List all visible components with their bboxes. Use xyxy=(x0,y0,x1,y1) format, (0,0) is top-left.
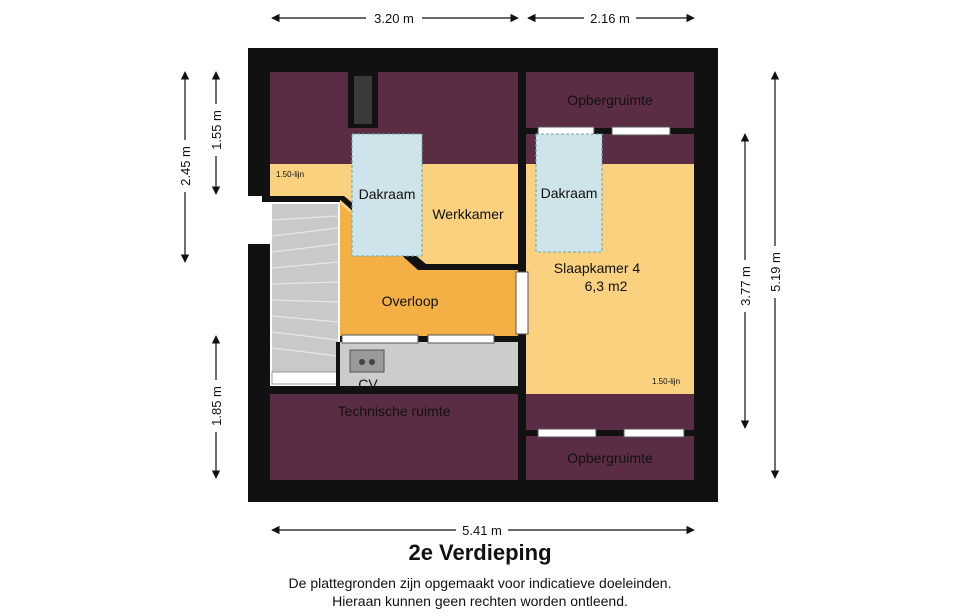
dim-bg-top-right xyxy=(584,10,636,26)
cv-unit xyxy=(349,349,385,373)
wall-stair-right xyxy=(336,342,340,392)
label-lijn-right: 1.50-lijn xyxy=(652,377,680,386)
dim-left-outer: 2.45 m xyxy=(178,146,193,186)
wall-technische-top xyxy=(270,386,518,394)
door-opberg-bottom-2 xyxy=(623,428,685,438)
label-werkkamer: Werkkamer xyxy=(432,206,504,222)
dim-bg-bottom xyxy=(456,522,508,538)
dim-left-inner-top: 1.55 m xyxy=(209,110,224,150)
label-opberg-bottom: Opbergruimte xyxy=(567,450,653,466)
dakraam-right xyxy=(535,133,603,253)
door-slaapkamer xyxy=(515,271,529,335)
label-overloop: Overloop xyxy=(382,293,439,309)
overloop-floor xyxy=(340,264,518,336)
technische-floor xyxy=(270,394,518,480)
label-slaapkamer: Slaapkamer 4 xyxy=(554,260,641,276)
label-opberg-top: Opbergruimte xyxy=(567,92,653,108)
door-opberg-top-2 xyxy=(611,126,671,136)
opberg-top-floor xyxy=(526,72,694,128)
door-opberg-bottom-1 xyxy=(537,428,597,438)
label-technische: Technische ruimte xyxy=(338,403,451,419)
label-dakraam-left: Dakraam xyxy=(359,186,416,202)
dim-top-left: 3.20 m xyxy=(374,11,414,26)
wall-overloop-top xyxy=(418,264,526,270)
disclaimer-line-2: Hieraan kunnen geen rechten worden ontle… xyxy=(332,593,628,609)
chimney-inner xyxy=(354,76,372,124)
dim-bg-top-left xyxy=(366,10,422,26)
dakraam-left xyxy=(351,133,423,257)
door-cv-2 xyxy=(427,334,495,344)
eave-right-bottom xyxy=(526,394,694,430)
wall-stair-top xyxy=(262,196,340,202)
dim-bg-right-outer xyxy=(767,246,783,298)
label-slaapkamer-area: 6,3 m2 xyxy=(585,278,628,294)
door-cv-1 xyxy=(341,334,419,344)
stair-steps xyxy=(271,215,339,357)
cv-burner-1 xyxy=(359,359,365,365)
opberg-bottom-floor xyxy=(526,436,694,480)
label-dakraam-right: Dakraam xyxy=(541,185,598,201)
dim-bottom: 5.41 m xyxy=(462,523,502,538)
stair-opening-wall xyxy=(248,196,270,244)
stair-bottom xyxy=(271,371,339,385)
dim-right-inner: 3.77 m xyxy=(738,266,753,306)
dim-bg-right-inner xyxy=(737,260,753,312)
floor-title: 2e Verdieping xyxy=(408,540,552,565)
dim-top-right: 2.16 m xyxy=(590,11,630,26)
dim-left-inner-bottom: 1.85 m xyxy=(209,386,224,426)
wall-opberg-top xyxy=(526,128,694,134)
disclaimer-line-1: De plattegronden zijn opgemaakt voor ind… xyxy=(288,575,672,591)
dim-bg-left-inner-top xyxy=(208,104,224,156)
wall-opberg-bottom xyxy=(526,430,694,436)
cv-burner-2 xyxy=(369,359,375,365)
dim-right-outer: 5.19 m xyxy=(768,252,783,292)
label-cv: CV xyxy=(358,376,378,392)
dim-bg-left-outer xyxy=(177,140,193,192)
dim-bg-left-inner-bottom xyxy=(208,380,224,432)
label-lijn-left: 1.50-lijn xyxy=(276,170,304,179)
